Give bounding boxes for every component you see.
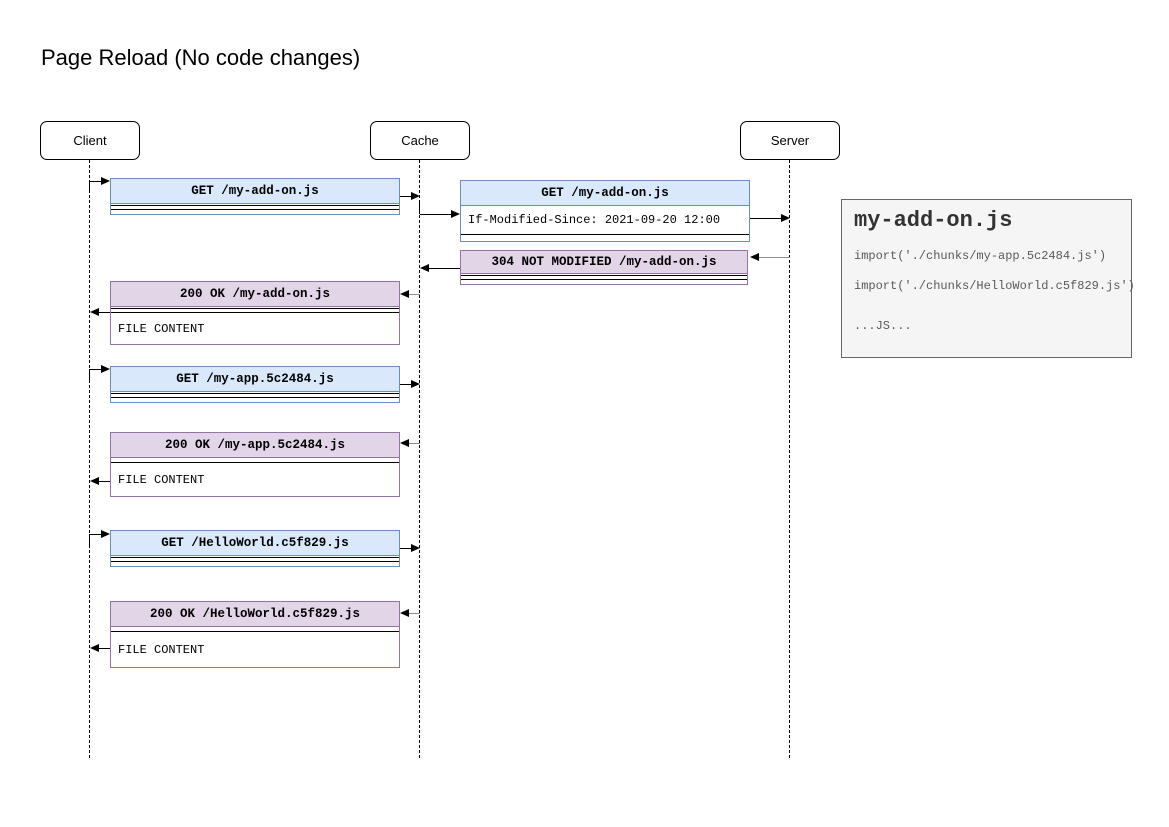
arrow-client-to-get-my-app [90,364,110,374]
note-line: import('./chunks/my-app.5c2484.js') [854,249,1107,263]
lifeline-cache [419,160,420,758]
note-title: my-add-on.js [854,208,1013,233]
message-box-get-my-add-on-cache: GET /my-add-on.js If-Modified-Since: 202… [460,180,750,242]
divider [461,275,747,280]
actor-label: Server [770,133,810,148]
arrow-get-my-add-on-to-cache [400,191,420,201]
message-title: 200 OK /HelloWorld.c5f829.js [111,602,399,627]
actor-label: Cache [401,133,439,148]
message-body: FILE CONTENT [111,313,399,344]
arrow-200-ok-my-add-on-to-client [90,307,110,317]
divider [111,631,399,632]
page-title: Page Reload (No code changes) [41,45,361,70]
arrow-client-to-get-helloworld [90,529,110,539]
arrow-cache-to-200-ok-my-add-on [400,289,420,299]
actor-box-client: Client [40,121,140,160]
message-box-200-ok-helloworld: 200 OK /HelloWorld.c5f829.js FILE CONTEN… [110,601,400,668]
arrow-200-ok-helloworld-to-client [90,643,110,653]
arrow-elbow-stub [89,369,90,381]
arrow-200-ok-my-app-to-client [90,476,110,486]
divider [111,308,399,313]
note-line: import('./chunks/HelloWorld.c5f829.js') [854,279,1135,293]
arrow-elbow-stub [89,534,90,546]
lifeline-server [789,160,790,758]
message-title: 304 NOT MODIFIED /my-add-on.js [461,251,747,274]
message-box-get-helloworld: GET /HelloWorld.c5f829.js [110,530,400,567]
message-box-get-my-add-on-client: GET /my-add-on.js [110,178,400,215]
arrow-get-my-app-to-cache [400,379,420,389]
arrow-cache-to-200-ok-helloworld [400,608,420,618]
message-box-304-not-modified: 304 NOT MODIFIED /my-add-on.js [460,250,748,285]
note-line: ...JS... [854,319,912,333]
actor-box-cache: Cache [370,121,470,160]
arrow-cache-to-get-my-add-on-server [420,209,460,219]
arrow-get-helloworld-to-cache [400,543,420,553]
message-title: 200 OK /my-app.5c2484.js [111,433,399,458]
arrow-server-to-304-box [750,252,790,262]
arrow-elbow-stub [89,181,90,193]
message-title: GET /my-add-on.js [111,179,399,204]
message-box-get-my-app: GET /my-app.5c2484.js [110,366,400,403]
arrow-get-my-add-on-to-server [750,213,790,223]
divider [111,462,399,463]
message-body: FILE CONTENT [111,632,399,667]
message-title: GET /my-app.5c2484.js [111,367,399,392]
message-title: 200 OK /my-add-on.js [111,282,399,307]
note-box-my-add-on-js: my-add-on.js import('./chunks/my-app.5c2… [841,199,1135,358]
message-box-200-ok-my-add-on: 200 OK /my-add-on.js FILE CONTENT [110,281,400,345]
divider [461,234,749,235]
arrow-elbow-stub [419,202,420,214]
actor-label: Client [73,133,107,148]
message-body: FILE CONTENT [111,463,399,496]
actor-box-server: Server [740,121,840,160]
lifeline-client [89,160,90,758]
arrow-client-to-get-my-add-on [90,176,110,186]
divider [111,557,399,562]
message-body: If-Modified-Since: 2021-09-20 12:00 [461,206,749,234]
message-title: GET /my-add-on.js [461,181,749,206]
arrow-cache-to-200-ok-my-app [400,438,420,448]
message-box-200-ok-my-app: 200 OK /my-app.5c2484.js FILE CONTENT [110,432,400,497]
divider [111,393,399,398]
arrow-304-to-cache [420,263,460,273]
message-title: GET /HelloWorld.c5f829.js [111,531,399,556]
divider [111,205,399,210]
